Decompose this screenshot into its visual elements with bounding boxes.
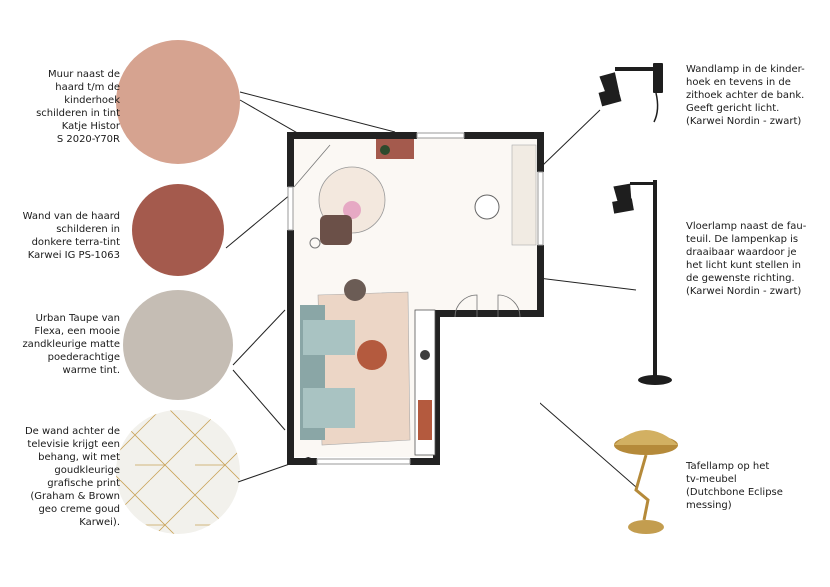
- swatch-3-line: zandkleurige matte: [22, 339, 120, 350]
- wall-lamp-line: hoek en tevens in de: [686, 77, 791, 88]
- swatch-1-line: Muur naast de: [48, 69, 120, 80]
- wall-lamp-line: zithoek achter de bank.: [686, 90, 805, 101]
- floor-lamp-line: de gewenste richting.: [686, 273, 795, 284]
- swatch-label-1: Muur naast de haard t/m de kinderhoek sc…: [20, 68, 120, 146]
- floor-lamp-line: draaibaar waardoor je: [686, 247, 797, 258]
- floor-lamp-line: Vloerlamp naast de fau-: [686, 221, 807, 232]
- wallpaper-swatch: [116, 410, 240, 534]
- swatch-1-line: haard t/m de: [55, 82, 120, 93]
- wall-lamp-line: (Karwei Nordin - zwart): [686, 116, 802, 127]
- table-lamp-icon: [614, 430, 678, 534]
- swatch-1-line: kinderhoek: [64, 95, 120, 106]
- product-label-floor-lamp: Vloerlamp naast de fau- teuil. De lampen…: [686, 220, 826, 298]
- table-lamp-line: messing): [686, 500, 732, 511]
- walls: [287, 132, 544, 465]
- swatch-3-line: poederachtige: [47, 352, 120, 363]
- swatch-1-line: Katje Histor: [61, 121, 120, 132]
- table-lamp-line: Tafellamp op het: [686, 461, 770, 472]
- swatch-4-line: behang, wit met: [38, 452, 120, 463]
- swatch-3-line: Urban Taupe van: [35, 313, 120, 324]
- swatch-1-line: S 2020-Y70R: [56, 134, 120, 145]
- floor-lamp-line: het licht kunt stellen in: [686, 260, 801, 271]
- swatch-3-line: Flexa, een mooie: [34, 326, 120, 337]
- product-label-wall-lamp: Wandlamp in de kinder- hoek en tevens in…: [686, 63, 826, 128]
- taupe-paint-swatch: [123, 290, 233, 400]
- floor-lamp-icon: [612, 180, 672, 385]
- pink-paint-swatch: [116, 40, 240, 164]
- wall-lamp-line: Geeft gericht licht.: [686, 103, 780, 114]
- swatch-4-line: goudkleurige: [54, 465, 120, 476]
- table-lamp-line: tv-meubel: [686, 474, 737, 485]
- swatch-label-3: Urban Taupe van Flexa, een mooie zandkle…: [15, 312, 120, 377]
- swatch-1-line: schilderen in tint: [36, 108, 120, 119]
- floor-lamp-line: teuil. De lampenkap is: [686, 234, 799, 245]
- floor-plan: [287, 132, 544, 465]
- swatch-2-line: Karwei IG PS-1063: [27, 250, 120, 261]
- swatch-3-line: warme tint.: [62, 365, 120, 376]
- product-label-table-lamp: Tafellamp op het tv-meubel (Dutchbone Ec…: [686, 460, 826, 512]
- wall-lamp-icon: [598, 63, 663, 123]
- swatch-4-line: (Graham & Brown: [30, 491, 120, 502]
- terra-paint-swatch: [132, 184, 224, 276]
- wall-lamp-line: Wandlamp in de kinder-: [686, 64, 805, 75]
- swatch-4-line: grafische print: [47, 478, 120, 489]
- swatch-2-line: donkere terra-tint: [31, 237, 120, 248]
- swatch-4-line: geo creme goud: [38, 504, 120, 515]
- swatch-4-line: televisie krijgt een: [27, 439, 120, 450]
- swatch-2-line: Wand van de haard: [22, 211, 120, 222]
- swatch-label-2: Wand van de haard schilderen in donkere …: [15, 210, 120, 262]
- floor-lamp-line: (Karwei Nordin - zwart): [686, 286, 802, 297]
- swatch-2-line: schilderen in: [56, 224, 120, 235]
- table-lamp-line: (Dutchbone Eclipse: [686, 487, 783, 498]
- swatch-label-4: De wand achter de televisie krijgt een b…: [5, 425, 120, 529]
- swatch-4-line: De wand achter de: [24, 426, 120, 437]
- swatch-4-line: Karwei).: [79, 517, 120, 528]
